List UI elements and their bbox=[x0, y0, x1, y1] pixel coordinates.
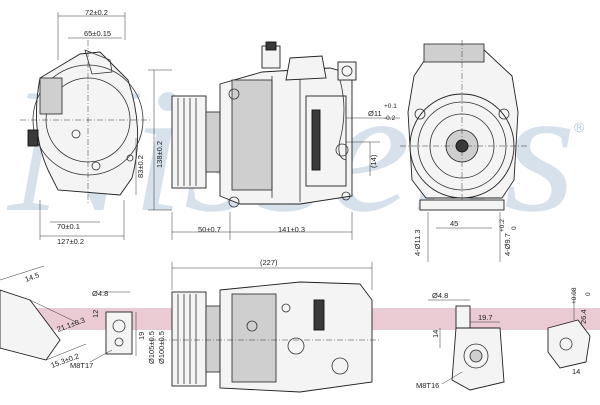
dim-fitting-offset: (14) bbox=[369, 154, 378, 168]
dim-tol-top-right: +0.08 bbox=[571, 287, 578, 304]
dim-fitting-dia: Ø11 bbox=[368, 109, 382, 118]
front-view: 72±0.2 65±0.15 83±0.2 70±0.1 127±0.2 bbox=[20, 8, 150, 246]
dim-side-height: 138±0.2 bbox=[155, 141, 164, 168]
dim-19: 19 bbox=[137, 332, 146, 340]
dim-pulley-offset: 50±0.7 bbox=[198, 225, 221, 234]
dim-thread-dia: Ø4.8 bbox=[92, 289, 108, 298]
dim-12: 12 bbox=[91, 310, 100, 318]
dim-14: 14 bbox=[431, 330, 440, 338]
dim-14-5: 14.5 bbox=[24, 270, 41, 283]
dim-fitting-tol-top: +0.1 bbox=[384, 103, 397, 110]
dim-bolt-holes: 4-Ø11.3 bbox=[413, 229, 422, 256]
dim-fitting-tol-bottom: -0.2 bbox=[384, 115, 396, 122]
dim-bottom-inner: 70±0.1 bbox=[57, 222, 80, 231]
registered-mark: ® bbox=[574, 119, 585, 135]
dim-bolt-spacing: 45 bbox=[450, 219, 458, 228]
dim-14b: 14 bbox=[572, 367, 580, 376]
dim-height-right: 83±0.2 bbox=[136, 155, 145, 178]
thread-spec-left: M8T17 bbox=[70, 361, 93, 370]
dim-bolt-holes-2: 4-Ø9.7 bbox=[503, 233, 512, 256]
dim-tol-bottom-right: 0 bbox=[585, 292, 592, 296]
side-view: 138±0.2 50±0.7 141±0.3 Ø11 +0.1 -0.2 (14… bbox=[148, 41, 400, 240]
end-view: 4-Ø11.3 45 4-Ø9.7 +0.2 0 bbox=[400, 40, 528, 262]
dim-bottom-overall: 127±0.2 bbox=[57, 237, 84, 246]
dim-top-overall: 72±0.2 bbox=[85, 8, 108, 17]
bottom-center-view: (227) Ø105±0.5 Ø100±0.5 bbox=[147, 258, 380, 393]
bottom-right-detail: Ø4.8 19.7 14 M8T16 26.4 +0.08 0 14 bbox=[416, 287, 592, 391]
dim-26-4: 26.4 bbox=[579, 309, 588, 324]
dim-19-7: 19.7 bbox=[478, 313, 493, 322]
dim-dia-inner: Ø100±0.5 bbox=[157, 331, 166, 364]
dim-tol-top-2: +0.2 bbox=[499, 219, 506, 232]
dim-overall-227: (227) bbox=[260, 258, 278, 267]
dim-tol-bottom-2: 0 bbox=[511, 226, 518, 230]
port-dia: Ø4.8 bbox=[432, 291, 448, 300]
dim-body-length: 141±0.3 bbox=[278, 225, 305, 234]
dim-top-inner: 65±0.15 bbox=[84, 29, 111, 38]
dim-dia-outer: Ø105±0.5 bbox=[147, 331, 156, 364]
thread-spec-right: M8T16 bbox=[416, 381, 439, 390]
